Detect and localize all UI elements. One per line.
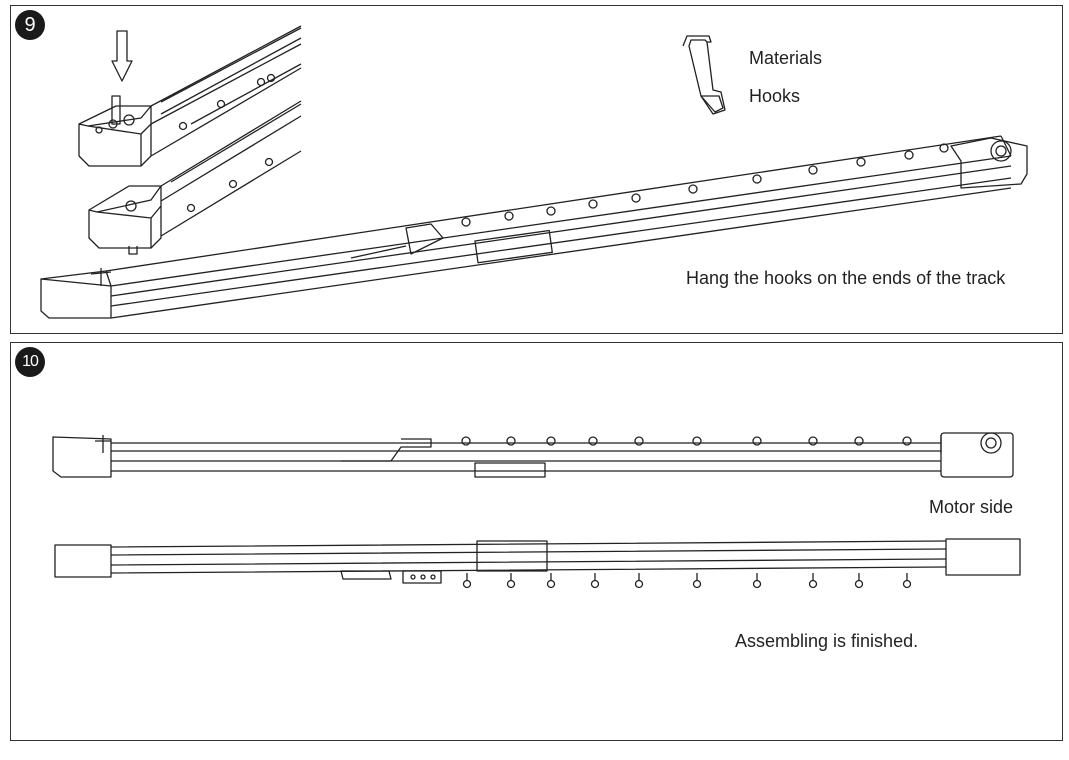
track-diagonal xyxy=(40,135,1028,319)
step-10-illustration xyxy=(52,432,1021,589)
insert-arrow-icon xyxy=(111,30,133,82)
step-9-badge: 9 xyxy=(15,10,45,40)
step-10-finished-label: Assembling is finished. xyxy=(735,631,919,651)
hook-icon xyxy=(682,35,726,115)
step-9-instruction: Hang the hooks on the ends of the track xyxy=(686,268,1006,288)
step-9-panel: 9 xyxy=(10,5,1063,334)
track-bottom-hooks xyxy=(462,573,912,589)
track-top-view xyxy=(52,432,1014,478)
track-diagonal-hooks xyxy=(461,143,949,227)
track-bottom-view xyxy=(54,538,1021,584)
motor-side-label: Motor side xyxy=(929,497,1014,517)
step-9-illustration xyxy=(40,25,1028,319)
materials-label: Materials xyxy=(749,48,823,68)
end-cap-closeup-top-hooks xyxy=(178,73,276,131)
track-top-hooks xyxy=(461,436,912,446)
step-10-badge: 10 xyxy=(15,347,45,377)
hooks-label: Hooks xyxy=(749,86,801,106)
end-cap-closeup-bottom xyxy=(88,100,302,255)
step-10-panel: 10 xyxy=(10,342,1063,741)
end-cap-closeup-top xyxy=(78,25,302,167)
